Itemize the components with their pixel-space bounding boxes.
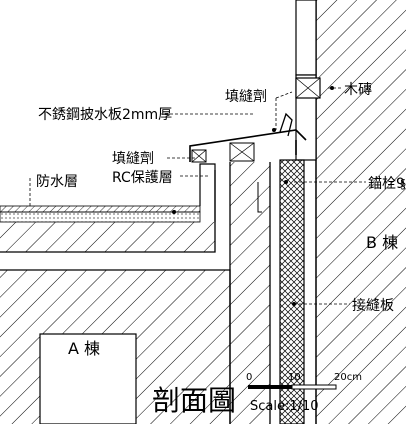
drawing-title: 剖面圖 — [152, 384, 236, 417]
anchor-bolt-symbol: § — [400, 177, 406, 191]
stainless-flashing — [189, 129, 307, 162]
scale-bar: 0 10 20cm Scale:1/10 — [246, 372, 362, 414]
scale-ratio: Scale:1/10 — [250, 399, 319, 414]
label-stainless-flashing: 不銹鋼披水板2mm厚 — [38, 107, 172, 123]
sealant-bottom — [191, 149, 207, 163]
wood-brick — [295, 77, 321, 99]
anchor-bolt — [229, 142, 255, 162]
label-wood-brick: 木磚 — [344, 82, 372, 98]
marker-dots — [172, 86, 334, 306]
label-joint-board: 接縫板 — [352, 297, 394, 314]
label-building-a: A 棟 — [68, 339, 100, 358]
label-waterproof: 防水層 — [36, 174, 78, 190]
rc-protection-layer — [0, 211, 201, 223]
label-anchor-bolt: 錨栓9 — [368, 176, 405, 192]
scale-tick-0: 0 — [246, 372, 252, 383]
flashing-hook — [279, 112, 293, 137]
building-a-base — [39, 333, 137, 424]
building-b-concrete — [315, 0, 406, 424]
label-rc-protection: RC保護層 — [112, 170, 173, 186]
scale-tick-10: 10 — [288, 372, 301, 383]
scale-tick-20: 20cm — [334, 372, 362, 383]
label-building-b: B 棟 — [366, 233, 398, 252]
label-filler-top: 填縫劑 — [225, 88, 267, 105]
joint-board — [279, 159, 305, 424]
label-filler-bottom: 填縫劑 — [112, 150, 154, 167]
leader-lines — [29, 87, 366, 305]
waterproof-upturn — [199, 163, 216, 222]
anchor-leg — [257, 182, 262, 213]
waterproof-layer — [0, 205, 201, 213]
